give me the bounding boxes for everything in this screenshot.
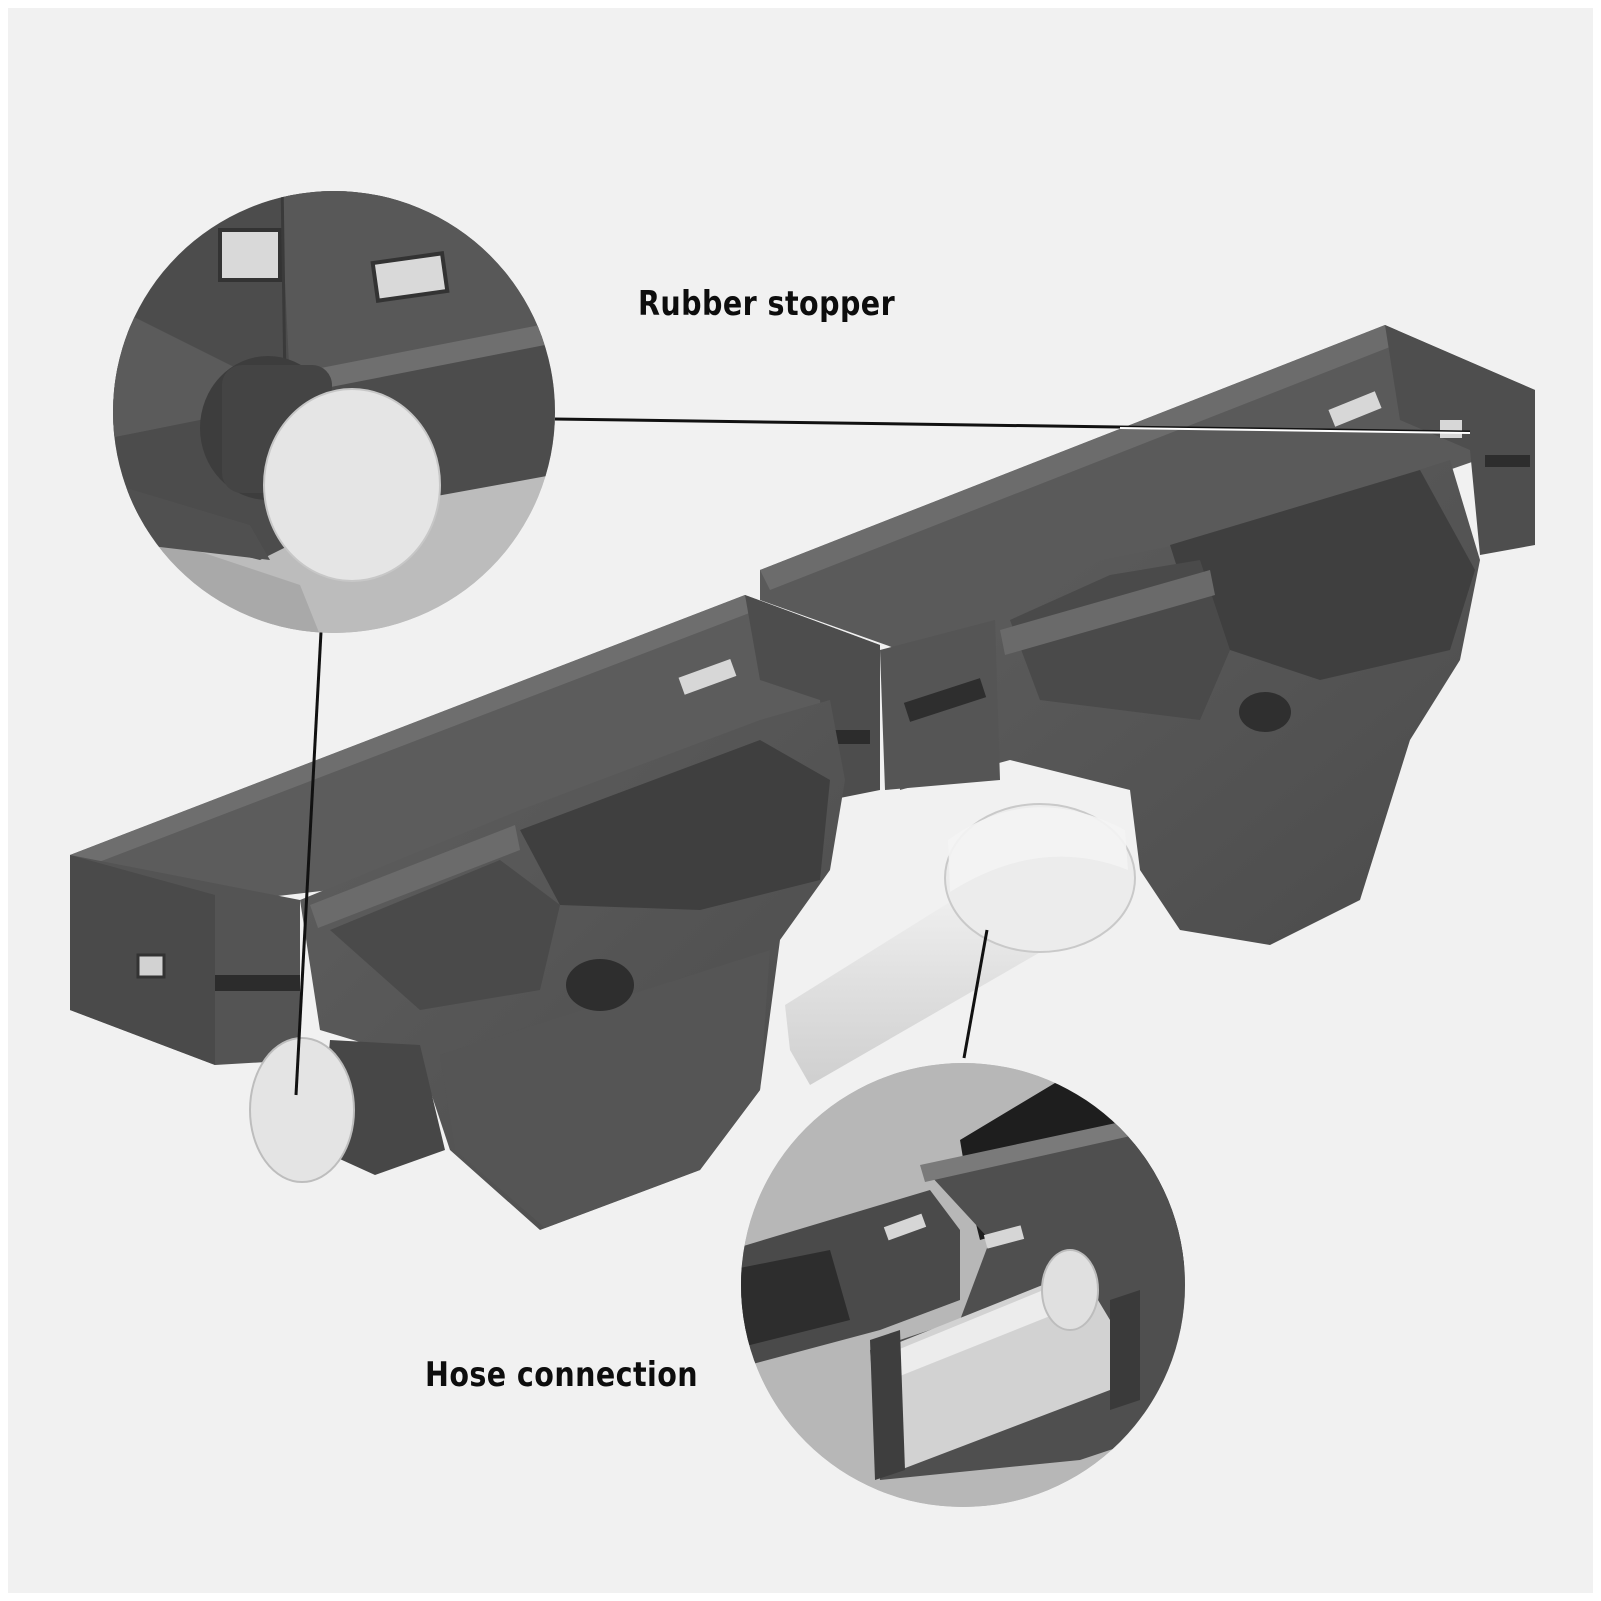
zoom-circle-hose-connection — [741, 1063, 1185, 1507]
leader-line-hose-connection — [962, 929, 989, 1059]
hose-connection-label: Hose connection — [425, 1355, 699, 1395]
left-tray — [70, 595, 880, 1230]
leader-line-rubber-stopper-spout — [294, 631, 323, 1096]
rubber-stopper-part — [249, 1037, 445, 1183]
right-tray — [760, 325, 1535, 945]
gutter-tray-assembly — [70, 325, 1535, 1230]
leader-line-highlight — [1119, 427, 1471, 434]
zoom-circle-rubber-stopper — [113, 191, 555, 633]
rubber-stopper-label: Rubber stopper — [638, 284, 896, 324]
hose-pipe — [785, 803, 1136, 1085]
